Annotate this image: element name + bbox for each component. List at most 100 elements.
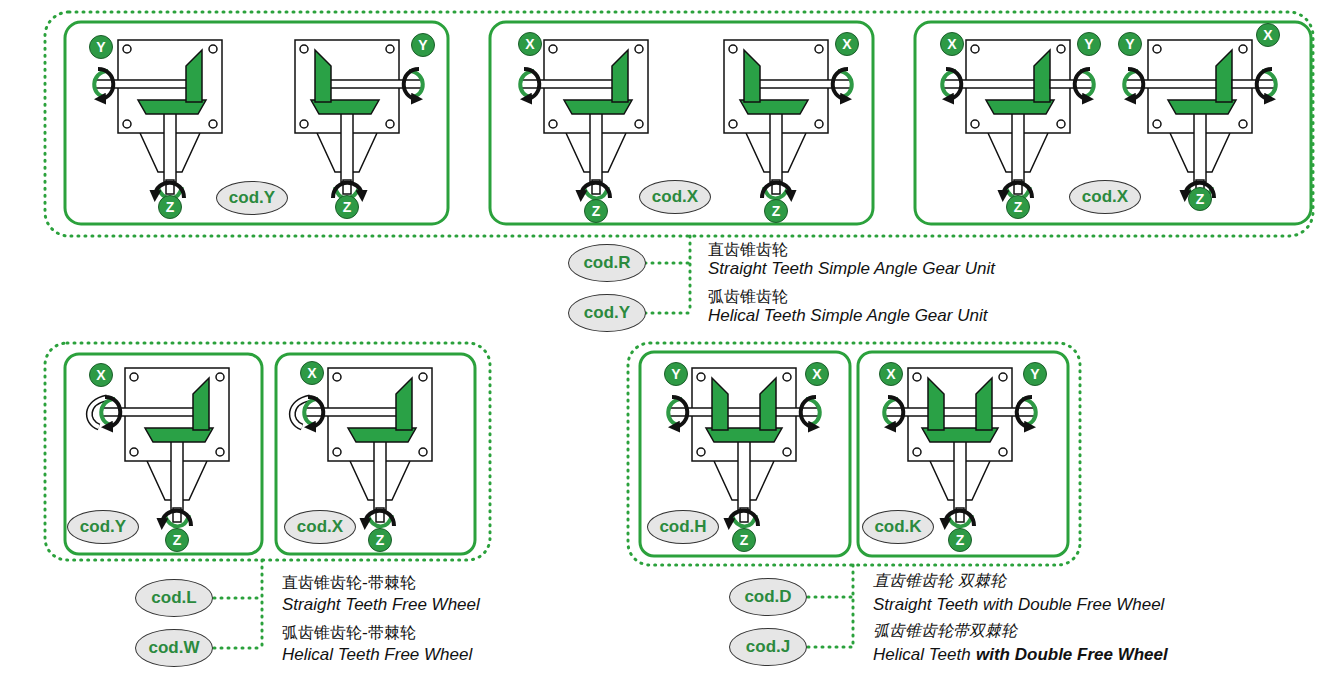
gearbox-unit [94,40,222,198]
code-text: cod.R [583,253,630,273]
axis-letter: X [1263,27,1272,43]
axis-badge: Y [664,362,688,386]
english-description: with Double Free Wheel [976,645,1168,665]
code-oval: cod.X [1069,180,1141,214]
axis-letter: Z [166,199,175,215]
panel-border [915,22,1311,224]
axis-letter: Y [1125,36,1134,52]
code-oval: cod.J [729,628,807,666]
code-text: cod.K [874,517,921,537]
axis-badge: X [805,362,829,386]
panel-borders [65,22,1311,556]
axis-letter: X [886,366,895,382]
axis-letter: Z [592,203,601,219]
code-text: cod.J [746,637,790,657]
code-text: cod.Y [229,188,275,208]
english-description: Helical Teeth Simple Angle Gear Unit [708,306,987,326]
leader-line [645,236,690,313]
panel-border [65,22,448,224]
axis-badge: Y [411,33,435,57]
gearbox-unit [520,40,648,198]
axis-badge: Z [1006,195,1030,219]
axis-letter: Y [418,37,427,53]
axis-badge: Z [165,528,189,552]
code-oval: cod.K [862,510,934,544]
axis-letter: X [307,365,316,381]
group-border [628,343,1080,565]
chinese-description: 直齿锥齿轮 [708,240,788,261]
axis-badge: Z [335,195,359,219]
axis-letter: X [96,367,105,383]
code-oval: cod.Y [67,510,139,544]
axis-letter: Z [173,532,182,548]
axis-badge: X [1256,23,1280,47]
axis-badge: Z [584,199,608,223]
panel-border [640,352,850,556]
code-text: cod.Y [584,303,630,323]
code-oval: cod.D [729,578,807,616]
panel-border [490,22,873,224]
code-text: cod.H [659,517,706,537]
code-text: cod.X [1082,187,1128,207]
english-description: Helical Teeth [873,645,971,665]
axis-letter: Z [1196,191,1205,207]
axis-badge: Y [1118,32,1142,56]
axis-letter: Z [740,532,749,548]
axis-letter: Z [956,532,965,548]
axis-letter: X [842,36,851,52]
gearbox-unit [668,368,820,526]
axis-badge: Z [732,528,756,552]
panel-border [65,354,262,554]
axis-badge: Z [158,195,182,219]
axis-letter: Y [96,39,105,55]
group-borders [45,12,1313,648]
code-text: cod.L [151,588,196,608]
code-oval: cod.Y [568,294,646,332]
code-text: cod.D [744,587,791,607]
code-text: cod.W [149,638,200,658]
axis-badge: Z [1188,187,1212,211]
axis-badge: X [940,32,964,56]
code-oval: cod.X [639,180,711,214]
group-border [45,12,1313,236]
code-oval: cod.Y [216,181,288,215]
axis-letter: Z [772,203,781,219]
group-border [45,343,490,560]
panel-border [276,354,475,554]
gearbox-unit [295,40,423,198]
axis-badge: X [89,363,113,387]
gearbox-unit [101,368,229,526]
english-description: Helical Teeth Free Wheel [282,645,472,665]
code-text: cod.Y [80,517,126,537]
gearbox-unit [724,40,852,198]
axis-badge: Z [948,528,972,552]
code-oval: cod.W [135,629,213,667]
chinese-description: 弧齿锥齿轮 [708,287,788,308]
axis-letter: Z [1014,199,1023,215]
code-text: cod.X [652,187,698,207]
code-oval: cod.H [647,510,719,544]
chinese-description: 弧齿锥齿轮带双棘轮 [873,621,1017,642]
axis-badge: X [835,32,859,56]
axis-letter: Y [1084,36,1093,52]
leader-line [214,560,262,648]
chinese-description: 直齿锥齿轮 双棘轮 [873,571,1006,592]
leader-line [808,565,853,647]
gearbox-unit [304,368,432,526]
axis-badge: Y [1077,32,1101,56]
code-text: cod.X [297,517,343,537]
axis-letter: Y [1030,366,1039,382]
gearbox-unit [1124,40,1276,198]
english-description: Straight Teeth Simple Angle Gear Unit [708,259,995,279]
english-description: Straight Teeth Free Wheel [282,595,480,615]
axis-letter: X [947,36,956,52]
panel-border [858,352,1068,556]
axis-badge: X [879,362,903,386]
code-oval: cod.L [135,579,213,617]
code-oval: cod.R [568,244,646,282]
gearbox-unit [884,368,1036,526]
gearbox-unit [942,40,1094,198]
axis-letter: Y [671,366,680,382]
